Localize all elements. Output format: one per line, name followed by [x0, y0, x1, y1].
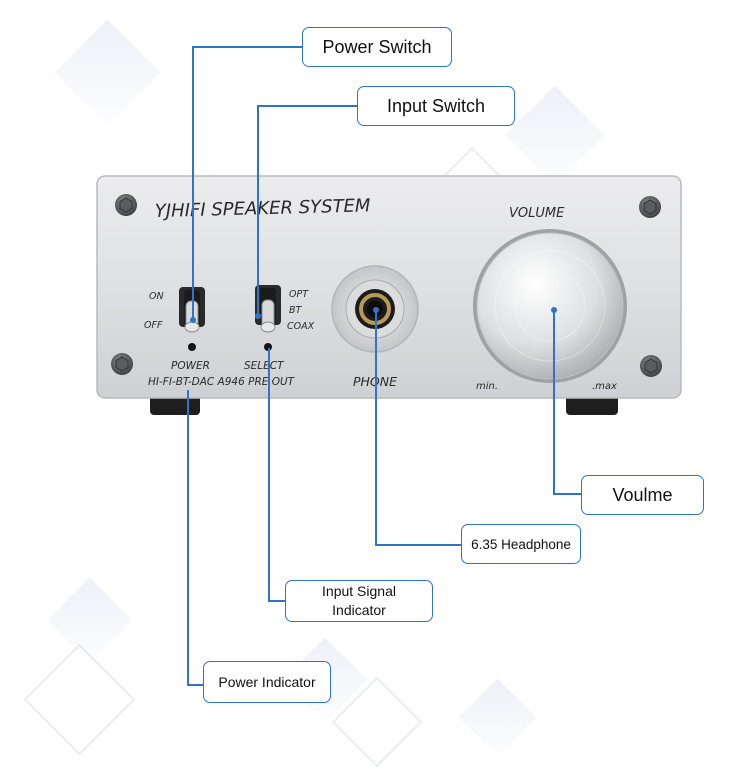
screw-icon [639, 196, 661, 218]
callout-headphone-label: 6.35 Headphone [471, 536, 571, 552]
coax-label: COAX [287, 321, 315, 332]
callout-volume-label: Voulme [612, 484, 673, 505]
volume-label: VOLUME [509, 206, 565, 221]
leader-dots [190, 307, 557, 323]
model-text: HI-FI-BT-DAC A946 PRE OUT [148, 376, 296, 388]
select-label: SELECT [244, 360, 285, 372]
callout-input-signal-line2: Indicator [332, 602, 386, 618]
screw-icon [111, 353, 133, 375]
callout-volume: Voulme [581, 475, 704, 515]
volume-knob[interactable] [473, 229, 627, 383]
callout-input-switch-label: Input Switch [386, 95, 486, 116]
callout-input-signal-line1: Input Signal [322, 583, 396, 599]
callout-input-signal-indicator: Input Signal Indicator [285, 580, 433, 622]
bt-label: BT [289, 305, 303, 316]
callout-headphone: 6.35 Headphone [461, 524, 581, 564]
callout-power-indicator: Power Indicator [203, 661, 331, 703]
input-toggle-switch[interactable] [255, 285, 281, 333]
power-label: POWER [171, 360, 210, 372]
screw-icon [115, 194, 137, 216]
callout-power-indicator-label: Power Indicator [218, 673, 316, 690]
leader-power-switch [192, 46, 303, 320]
min-label: min. [476, 381, 498, 392]
leader-headphone [375, 310, 462, 546]
power-indicator-led [188, 343, 196, 351]
opt-label: OPT [289, 289, 309, 300]
on-label: ON [149, 291, 164, 302]
leader-lines [187, 46, 582, 686]
leader-power-indicator [187, 390, 204, 686]
callout-power-switch-label: Power Switch [322, 36, 432, 57]
leader-input-switch [257, 105, 357, 316]
off-label: OFF [144, 320, 163, 331]
callout-power-switch: Power Switch [302, 27, 452, 67]
screw-icon [640, 355, 662, 377]
callout-input-switch: Input Switch [357, 86, 515, 126]
max-label: .max [592, 381, 617, 392]
leader-volume [553, 310, 582, 495]
leader-input-signal [268, 348, 286, 602]
